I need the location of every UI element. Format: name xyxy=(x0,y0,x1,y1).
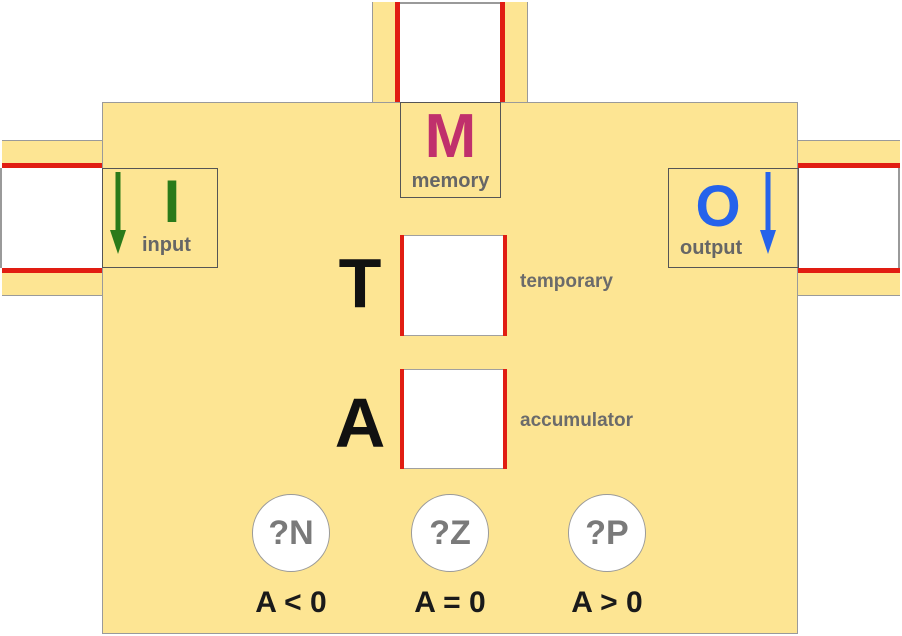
output-port xyxy=(668,168,799,268)
temporary-slot-right-red xyxy=(503,235,507,336)
memory-channel-top xyxy=(400,2,500,4)
flag-positive-condition: A > 0 xyxy=(571,586,643,619)
flag-zero-circle: ?Z xyxy=(411,494,489,572)
memory-rail-left-red xyxy=(395,2,400,103)
output-channel-edge xyxy=(898,168,900,268)
input-channel-edge xyxy=(0,168,2,268)
flag-zero-condition: A = 0 xyxy=(414,586,486,619)
accumulator-register-label: accumulator xyxy=(520,410,633,431)
accumulator-slot-right-red xyxy=(503,369,507,469)
memory-letter: M xyxy=(424,102,477,171)
output-rail-bottom-red xyxy=(798,268,900,273)
input-label: input xyxy=(142,234,191,256)
memory-rail-right-red xyxy=(500,2,505,103)
flag-positive-circle: ?P xyxy=(568,494,646,572)
output-letter: O xyxy=(695,174,741,239)
memory-port xyxy=(400,102,501,198)
input-rail-top-red xyxy=(2,163,103,168)
flag-negative-circle: ?N xyxy=(252,494,330,572)
input-arrow-down-icon xyxy=(110,172,126,254)
accumulator-register-slot xyxy=(400,369,507,469)
input-letter: I xyxy=(163,168,181,235)
flag-negative-condition: A < 0 xyxy=(255,586,327,619)
memory-label: memory xyxy=(411,170,490,192)
temporary-register-letter: T xyxy=(338,244,382,322)
accumulator-slot-left-red xyxy=(400,369,404,469)
output-arrow-down-icon xyxy=(760,172,776,254)
output-rail-top-red xyxy=(798,163,900,168)
input-rail-bottom-red xyxy=(2,268,103,273)
accumulator-register-letter: A xyxy=(334,384,386,462)
temporary-slot-left-red xyxy=(400,235,404,336)
input-port xyxy=(102,168,218,268)
temporary-register-slot xyxy=(400,235,507,336)
output-label: output xyxy=(680,237,743,259)
temporary-register-label: temporary xyxy=(520,271,613,292)
